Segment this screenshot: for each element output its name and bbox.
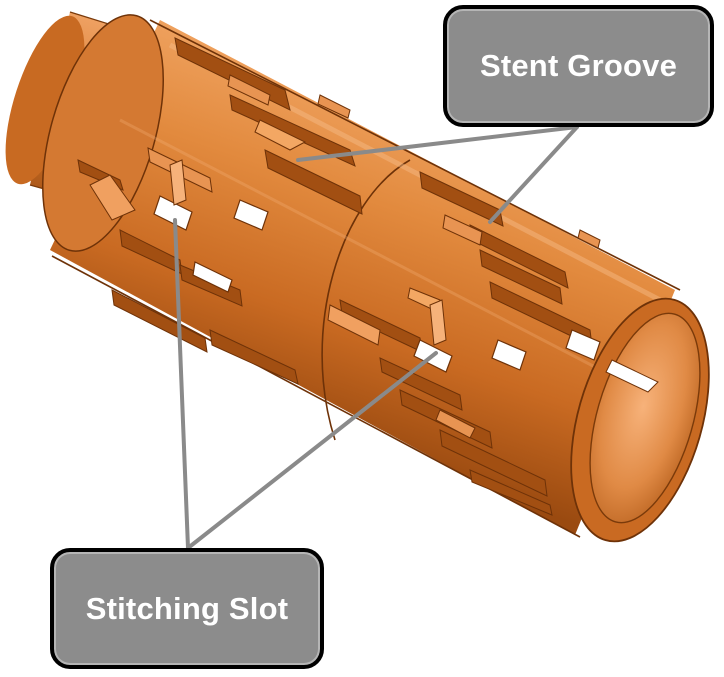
- rear-ring-grooves: [77, 37, 363, 385]
- leader-stitching-slot-front: [186, 351, 438, 550]
- front-ring-grooves: [327, 171, 601, 516]
- leader-stent-groove-front: [488, 125, 579, 224]
- mandrel-body: [42, 14, 681, 538]
- stent-groove-callout: Stent Groove: [443, 5, 714, 127]
- rear-ring-slots: [153, 159, 269, 293]
- leader-stitching-slot-rear: [173, 218, 190, 550]
- stitching-slot-callout: Stitching Slot: [50, 548, 324, 669]
- leader-stent-groove-rear: [296, 125, 579, 162]
- leader-lines: [173, 125, 579, 550]
- front-bore: [570, 297, 710, 543]
